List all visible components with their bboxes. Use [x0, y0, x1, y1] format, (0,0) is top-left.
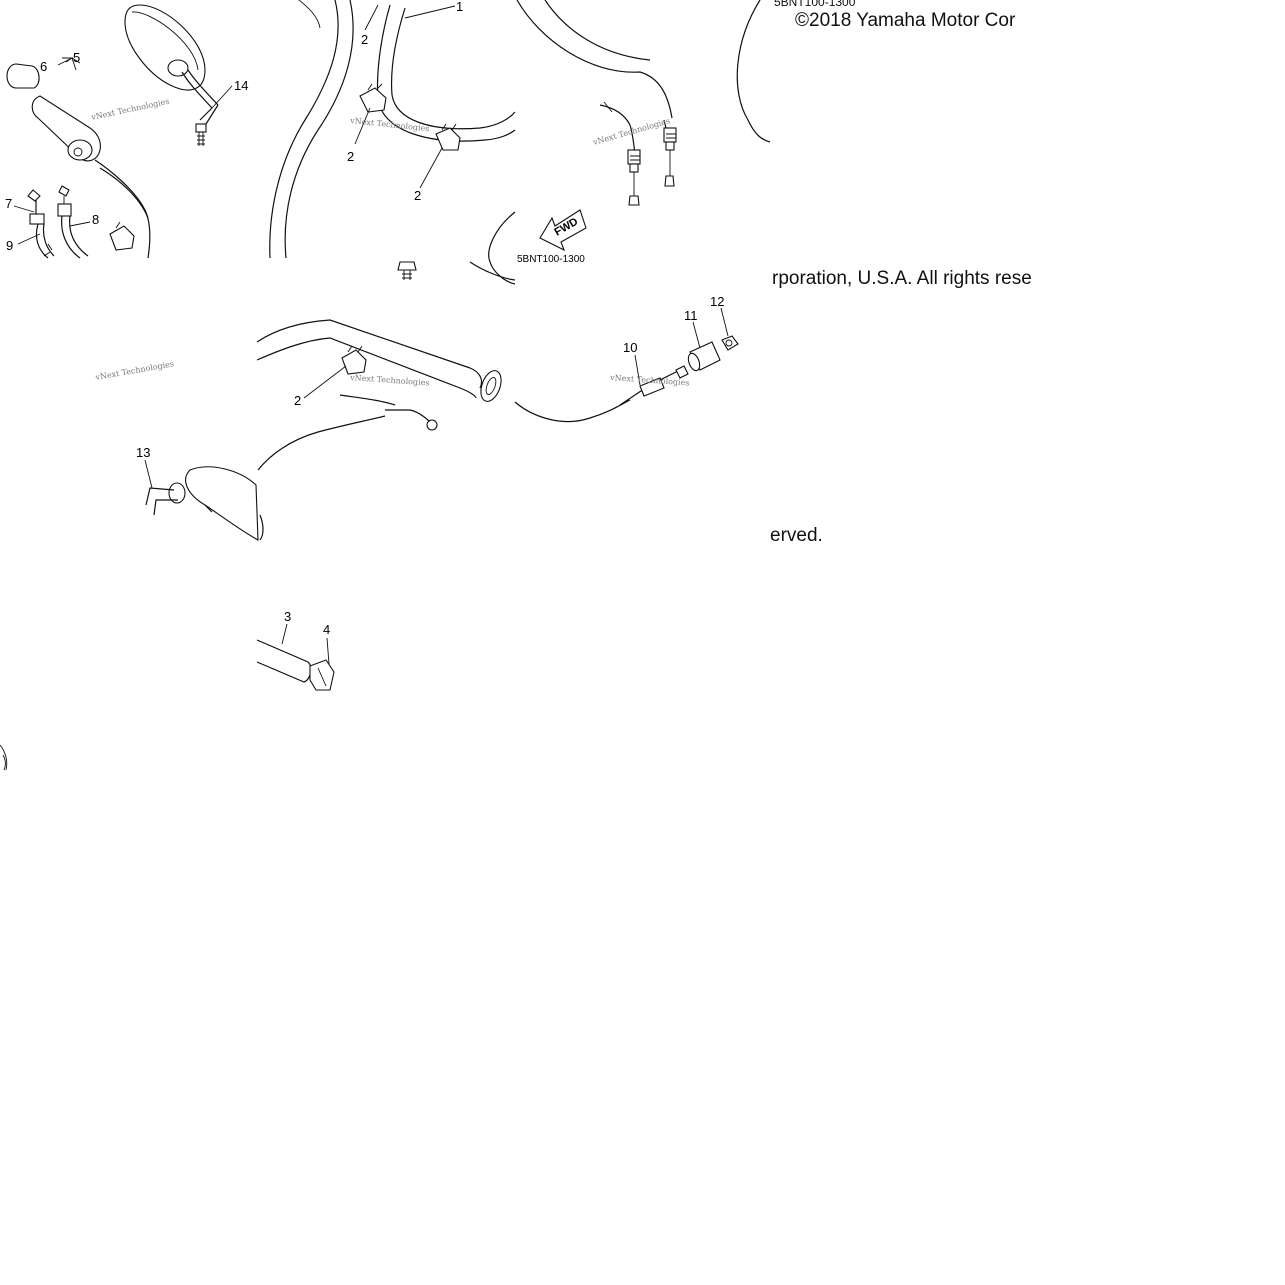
watermark: vNext Technologies: [349, 373, 430, 388]
callout-11: 11: [684, 308, 698, 323]
callout-1: 1: [456, 0, 463, 14]
grip-left: [6, 63, 151, 259]
grip-right: [256, 639, 312, 683]
tile-middle: vNext Technologies vNext Technologies vN…: [94, 294, 739, 541]
callout-2: 2: [361, 32, 368, 47]
watermark: vNext Technologies: [591, 116, 671, 147]
throttle-assembly: [639, 335, 739, 397]
mirror-left: [124, 4, 219, 146]
callout-7: 7: [5, 196, 12, 211]
callout-5: 5: [73, 50, 80, 65]
tile-lower: 3 4: [0, 609, 335, 771]
copyright-line-2: rporation, U.S.A. All rights rese: [772, 268, 1032, 289]
callout-3: 3: [284, 609, 291, 624]
callout-13: 13: [136, 445, 150, 460]
callout-4: 4: [323, 622, 330, 637]
callout-14: 14: [234, 78, 248, 93]
handlebar-outline: [391, 7, 516, 130]
callout-8: 8: [92, 212, 99, 227]
callout-9: 9: [6, 238, 13, 253]
throttle-cable: [269, 0, 339, 259]
watermark: vNext Technologies: [90, 97, 171, 123]
small-fittings: [27, 185, 89, 259]
diagram-part-code: 5BNT100-1300: [774, 0, 856, 9]
bolt: [397, 261, 417, 280]
clamp-parts-top: [109, 87, 461, 251]
callout-2: 2: [294, 393, 301, 408]
watermark: vNext Technologies: [94, 359, 175, 382]
fwd-arrow-icon: FWD: [539, 209, 587, 252]
copyright-line-3: erved.: [770, 525, 823, 546]
partial-part-code: 5BNT100-1300: [517, 254, 585, 265]
cable-fittings: [627, 127, 677, 206]
callout-2: 2: [414, 188, 421, 203]
copyright-line-1: ©2018 Yamaha Motor Cor: [795, 10, 1016, 31]
bar-end-weight: [309, 659, 335, 691]
clamp-part-middle: [341, 349, 367, 375]
tile-top-middle: FWD 5BNT100-1300 vNext Technologies: [516, 0, 771, 265]
callout-10: 10: [623, 340, 637, 355]
callout-2: 2: [347, 149, 354, 164]
mirror-right: [145, 466, 264, 541]
callout-6: 6: [40, 59, 47, 74]
callout-12: 12: [710, 294, 724, 309]
handlebar-right-tube: [256, 319, 483, 389]
tile-top-left: vNext Technologies vNext Technologies 1 …: [5, 0, 516, 285]
